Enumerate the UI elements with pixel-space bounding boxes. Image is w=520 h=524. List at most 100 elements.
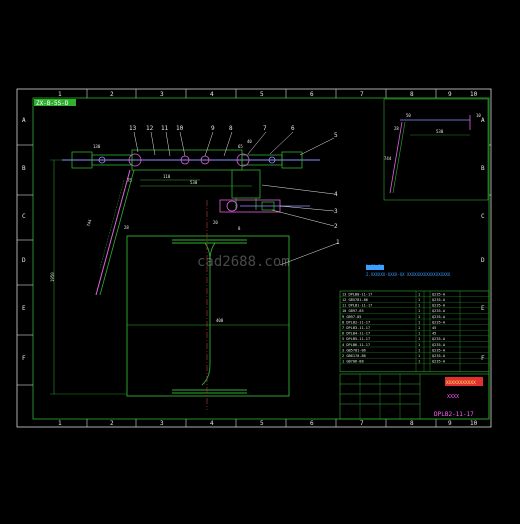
zone-num-b4: 4 <box>210 420 214 427</box>
bom-material: Q235-A <box>432 309 446 313</box>
dim-28: 28 <box>124 225 129 230</box>
dim-65: 65 <box>238 144 243 149</box>
drawing-number: DPLB2-11-17 <box>434 411 474 418</box>
sheet-outer-frame <box>16 88 492 428</box>
dim-130: 130 <box>93 144 101 149</box>
bom-qty: 1 <box>418 320 420 324</box>
bom-qty: 1 <box>418 348 420 352</box>
dim-8: 8 <box>238 226 241 231</box>
callout-2: 2 <box>334 223 338 230</box>
zone-letter-a: A <box>22 117 26 124</box>
zone-letter-e: E <box>22 305 26 312</box>
inset-sketch: 50 28 530 744 10 <box>383 98 489 201</box>
callout-3: 3 <box>334 208 338 215</box>
top-zone-numbers: 1 2 3 4 5 6 7 8 9 10 1 2 3 4 5 6 7 8 9 1… <box>58 91 478 427</box>
bom-qty: 1 <box>418 337 420 341</box>
bom-qty: 1 <box>418 326 420 330</box>
callout-7: 7 <box>263 125 267 132</box>
zone-letter-cr: C <box>481 213 485 220</box>
bom-material: 45 <box>432 326 436 330</box>
note-2: 2.XXXXXX-XXXX-XX XXXXXXXXXXXXXXXXXX <box>366 272 451 277</box>
callout-9: 9 <box>211 125 215 132</box>
dim-110: 110 <box>163 174 171 179</box>
sheet-inner-frame <box>32 97 490 420</box>
bom-material: Q235-A <box>432 292 446 296</box>
title-sub: XXXX <box>447 394 459 400</box>
title-red: XXXXXXXXXXX <box>446 380 476 386</box>
callout-10: 10 <box>176 125 184 132</box>
zone-letter-dr: D <box>481 257 485 264</box>
bom-qty: 1 <box>418 360 420 364</box>
zone-num-8: 8 <box>410 91 414 98</box>
zone-num-b10: 10 <box>470 420 478 427</box>
zone-num-6: 6 <box>310 91 314 98</box>
bom-code: 3 GB5781-86 <box>342 348 366 352</box>
inset-dim-10: 10 <box>476 113 481 118</box>
zone-num-b6: 6 <box>310 420 314 427</box>
bom-code: 11 DPLB1-11-17 <box>342 304 372 308</box>
bom-code: 7 DPLB3-11-17 <box>342 326 370 330</box>
i-beam <box>126 235 290 397</box>
inset-dim-530: 530 <box>436 129 444 134</box>
bom-qty: 1 <box>418 309 420 313</box>
bom-material: Q235-A <box>432 337 446 341</box>
bom-material: Q235-A <box>432 304 446 308</box>
zone-num-9: 9 <box>448 91 452 98</box>
dim-1950: 1950 <box>50 272 55 282</box>
zone-letter-br: B <box>481 165 485 172</box>
bom-material: 45 <box>432 332 436 336</box>
watermark: cad2688.com <box>197 254 290 270</box>
note-1: 1.S1-ZX <box>366 264 383 269</box>
zone-num-1: 1 <box>58 91 62 98</box>
bom-material: Q235-A <box>432 354 446 358</box>
bom-qty: 1 <box>418 332 420 336</box>
zone-num-b7: 7 <box>360 420 364 427</box>
bom-qty: 1 <box>418 354 420 358</box>
callout-1: 1 <box>336 239 340 246</box>
dim-400: 400 <box>216 318 224 323</box>
bom-code: 5 DPLB5-11-17 <box>342 337 370 341</box>
bom-qty: 1 <box>418 304 420 308</box>
bom-material: Q235-A <box>432 348 446 352</box>
zone-num-b3: 3 <box>160 420 164 427</box>
callout-4: 4 <box>334 191 338 198</box>
bom-material: Q235-A <box>432 298 446 302</box>
inset-dim-744: 744 <box>384 156 392 161</box>
zone-num-b1: 1 <box>58 420 62 427</box>
title-block: XXXXXXXXXXX XXXX DPLB2-11-17 <box>339 373 490 420</box>
zone-letter-b: B <box>22 165 26 172</box>
bom-material: Q235-A <box>432 360 446 364</box>
top-zone-ticks <box>86 89 437 427</box>
title-tag-text: ZX-B-5S-D <box>36 100 69 107</box>
bom-code: 8 DPLB2-11-17 <box>342 320 370 324</box>
bom-material: Q235-A <box>432 343 446 347</box>
inset-dim-28: 28 <box>394 126 399 131</box>
zone-num-b8: 8 <box>410 420 414 427</box>
support-post <box>219 169 310 213</box>
callout-5: 5 <box>334 132 338 139</box>
inset-dim-50: 50 <box>406 113 411 118</box>
zone-letter-f: F <box>22 355 26 362</box>
zone-letter-c: C <box>22 213 26 220</box>
zone-num-3: 3 <box>160 91 164 98</box>
zone-num-10: 10 <box>470 91 478 98</box>
zone-letter-ar: A <box>481 117 485 124</box>
bom-frame <box>339 290 490 373</box>
zone-num-5: 5 <box>260 91 264 98</box>
side-zone-ticks <box>17 144 491 386</box>
zone-num-b5: 5 <box>260 420 264 427</box>
zone-letter-er: E <box>481 305 485 312</box>
zone-num-4: 4 <box>210 91 214 98</box>
title-tag-box <box>34 99 76 106</box>
zone-num-7: 7 <box>360 91 364 98</box>
dim-diag: 744 <box>86 218 93 227</box>
zone-num-2: 2 <box>110 91 114 98</box>
callout-12: 12 <box>146 125 154 132</box>
bom-code: 4 DPLB6-11-17 <box>342 343 370 347</box>
notes: 1.S1-ZX 2.XXXXXX-XXXX-XX XXXXXXXXXXXXXXX… <box>366 264 451 277</box>
side-zone-letters: A B C D E F A B C D E F <box>22 117 485 362</box>
bom-code: 10 GB97-85 <box>342 309 364 313</box>
